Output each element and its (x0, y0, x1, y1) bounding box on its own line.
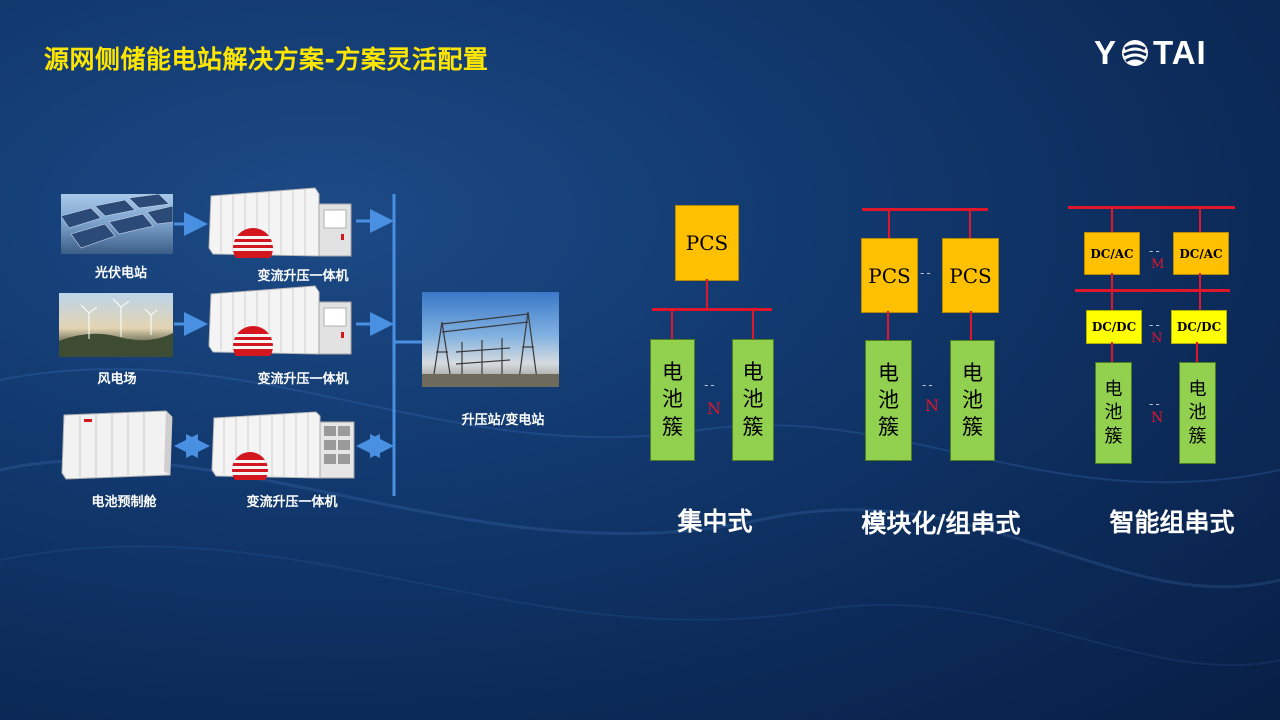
smart-dcac-box-1: DC/AC (1084, 232, 1140, 275)
smart-dcdc-drop-left (1111, 291, 1113, 310)
converter-unit-1-photo (207, 186, 355, 258)
smart-dcdc-box-2: DC/DC (1171, 310, 1227, 344)
centralized-dc-bus (652, 308, 772, 311)
smart-dcac-to-bus-right (1199, 273, 1201, 290)
solar-panel-photo (61, 194, 173, 254)
modular-ac-drop-right (969, 210, 971, 238)
smart-ac-drop-right (1199, 208, 1201, 232)
centralized-pcs-drop (706, 279, 708, 309)
label-modular: 模块化/组串式 (861, 509, 1021, 538)
label-centralized: 集中式 (677, 507, 753, 536)
smart-m-count: M (1151, 257, 1165, 272)
smart-n-count-2: N (1151, 410, 1164, 426)
centralized-pcs-box: PCS (675, 205, 739, 281)
logo-text-right: TAI (1153, 34, 1207, 71)
modular-n-count: N (925, 396, 939, 415)
caption-converter-3: 变流升压一体机 (246, 495, 338, 510)
label-smart-string: 智能组串式 (1109, 508, 1235, 537)
caption-battery-cabin: 电池预制舱 (91, 495, 157, 510)
centralized-ellipsis: -- (704, 378, 717, 392)
modular-ac-bus (862, 208, 988, 211)
battery-container-photo (60, 409, 173, 481)
caption-wind: 风电场 (97, 372, 137, 387)
modular-battery-cluster-1: 电池簇 (865, 340, 912, 461)
centralized-n-count: N (707, 399, 721, 418)
centralized-drop-left (671, 310, 673, 339)
smart-battery-cluster-1: 电池簇 (1095, 362, 1132, 464)
converter-unit-2-photo (207, 284, 355, 356)
company-logo: Y TAI (1094, 34, 1207, 72)
modular-battery-cluster-2: 电池簇 (950, 340, 995, 461)
smart-ac-bus (1068, 206, 1235, 209)
smart-battery-cluster-2: 电池簇 (1179, 362, 1216, 464)
modular-ellipsis: -- (922, 378, 935, 392)
converter-unit-3-photo (210, 410, 358, 480)
smart-dcac-to-bus-left (1111, 273, 1113, 290)
caption-converter-2: 变流升压一体机 (257, 372, 349, 387)
smart-dcac-ellipsis: -- (1149, 244, 1162, 258)
centralized-battery-cluster-2: 电池簇 (732, 339, 774, 461)
slide-title: 源网侧储能电站解决方案-方案灵活配置 (44, 45, 489, 74)
logo-emblem-icon (1122, 40, 1149, 66)
centralized-battery-cluster-1: 电池簇 (650, 339, 695, 461)
caption-solar: 光伏电站 (94, 266, 148, 281)
caption-substation: 升压站/变电站 (461, 413, 545, 428)
smart-dcdc-ellipsis: -- (1149, 318, 1162, 332)
modular-pcs-ellipsis: -- (920, 266, 933, 280)
smart-n-count-1: N (1151, 331, 1163, 346)
substation-photo (422, 292, 559, 387)
smart-batt-drop-right (1196, 342, 1198, 362)
caption-converter-1: 变流升压一体机 (257, 269, 349, 284)
smart-dcac-box-2: DC/AC (1173, 232, 1229, 275)
smart-ac-drop-left (1111, 208, 1113, 232)
centralized-drop-right (752, 310, 754, 339)
smart-dcdc-box-1: DC/DC (1086, 310, 1142, 344)
modular-dc-drop-right (970, 311, 972, 340)
smart-dcdc-drop-right (1199, 291, 1201, 310)
modular-ac-drop-left (888, 210, 890, 238)
smart-battery-ellipsis: -- (1149, 397, 1162, 411)
logo-text-left: Y (1094, 34, 1118, 71)
modular-pcs-box-1: PCS (861, 238, 918, 313)
smart-dc-bus (1075, 289, 1230, 292)
smart-batt-drop-left (1111, 342, 1113, 362)
wind-farm-photo (59, 293, 173, 357)
modular-dc-drop-left (887, 311, 889, 340)
modular-pcs-box-2: PCS (942, 238, 999, 313)
